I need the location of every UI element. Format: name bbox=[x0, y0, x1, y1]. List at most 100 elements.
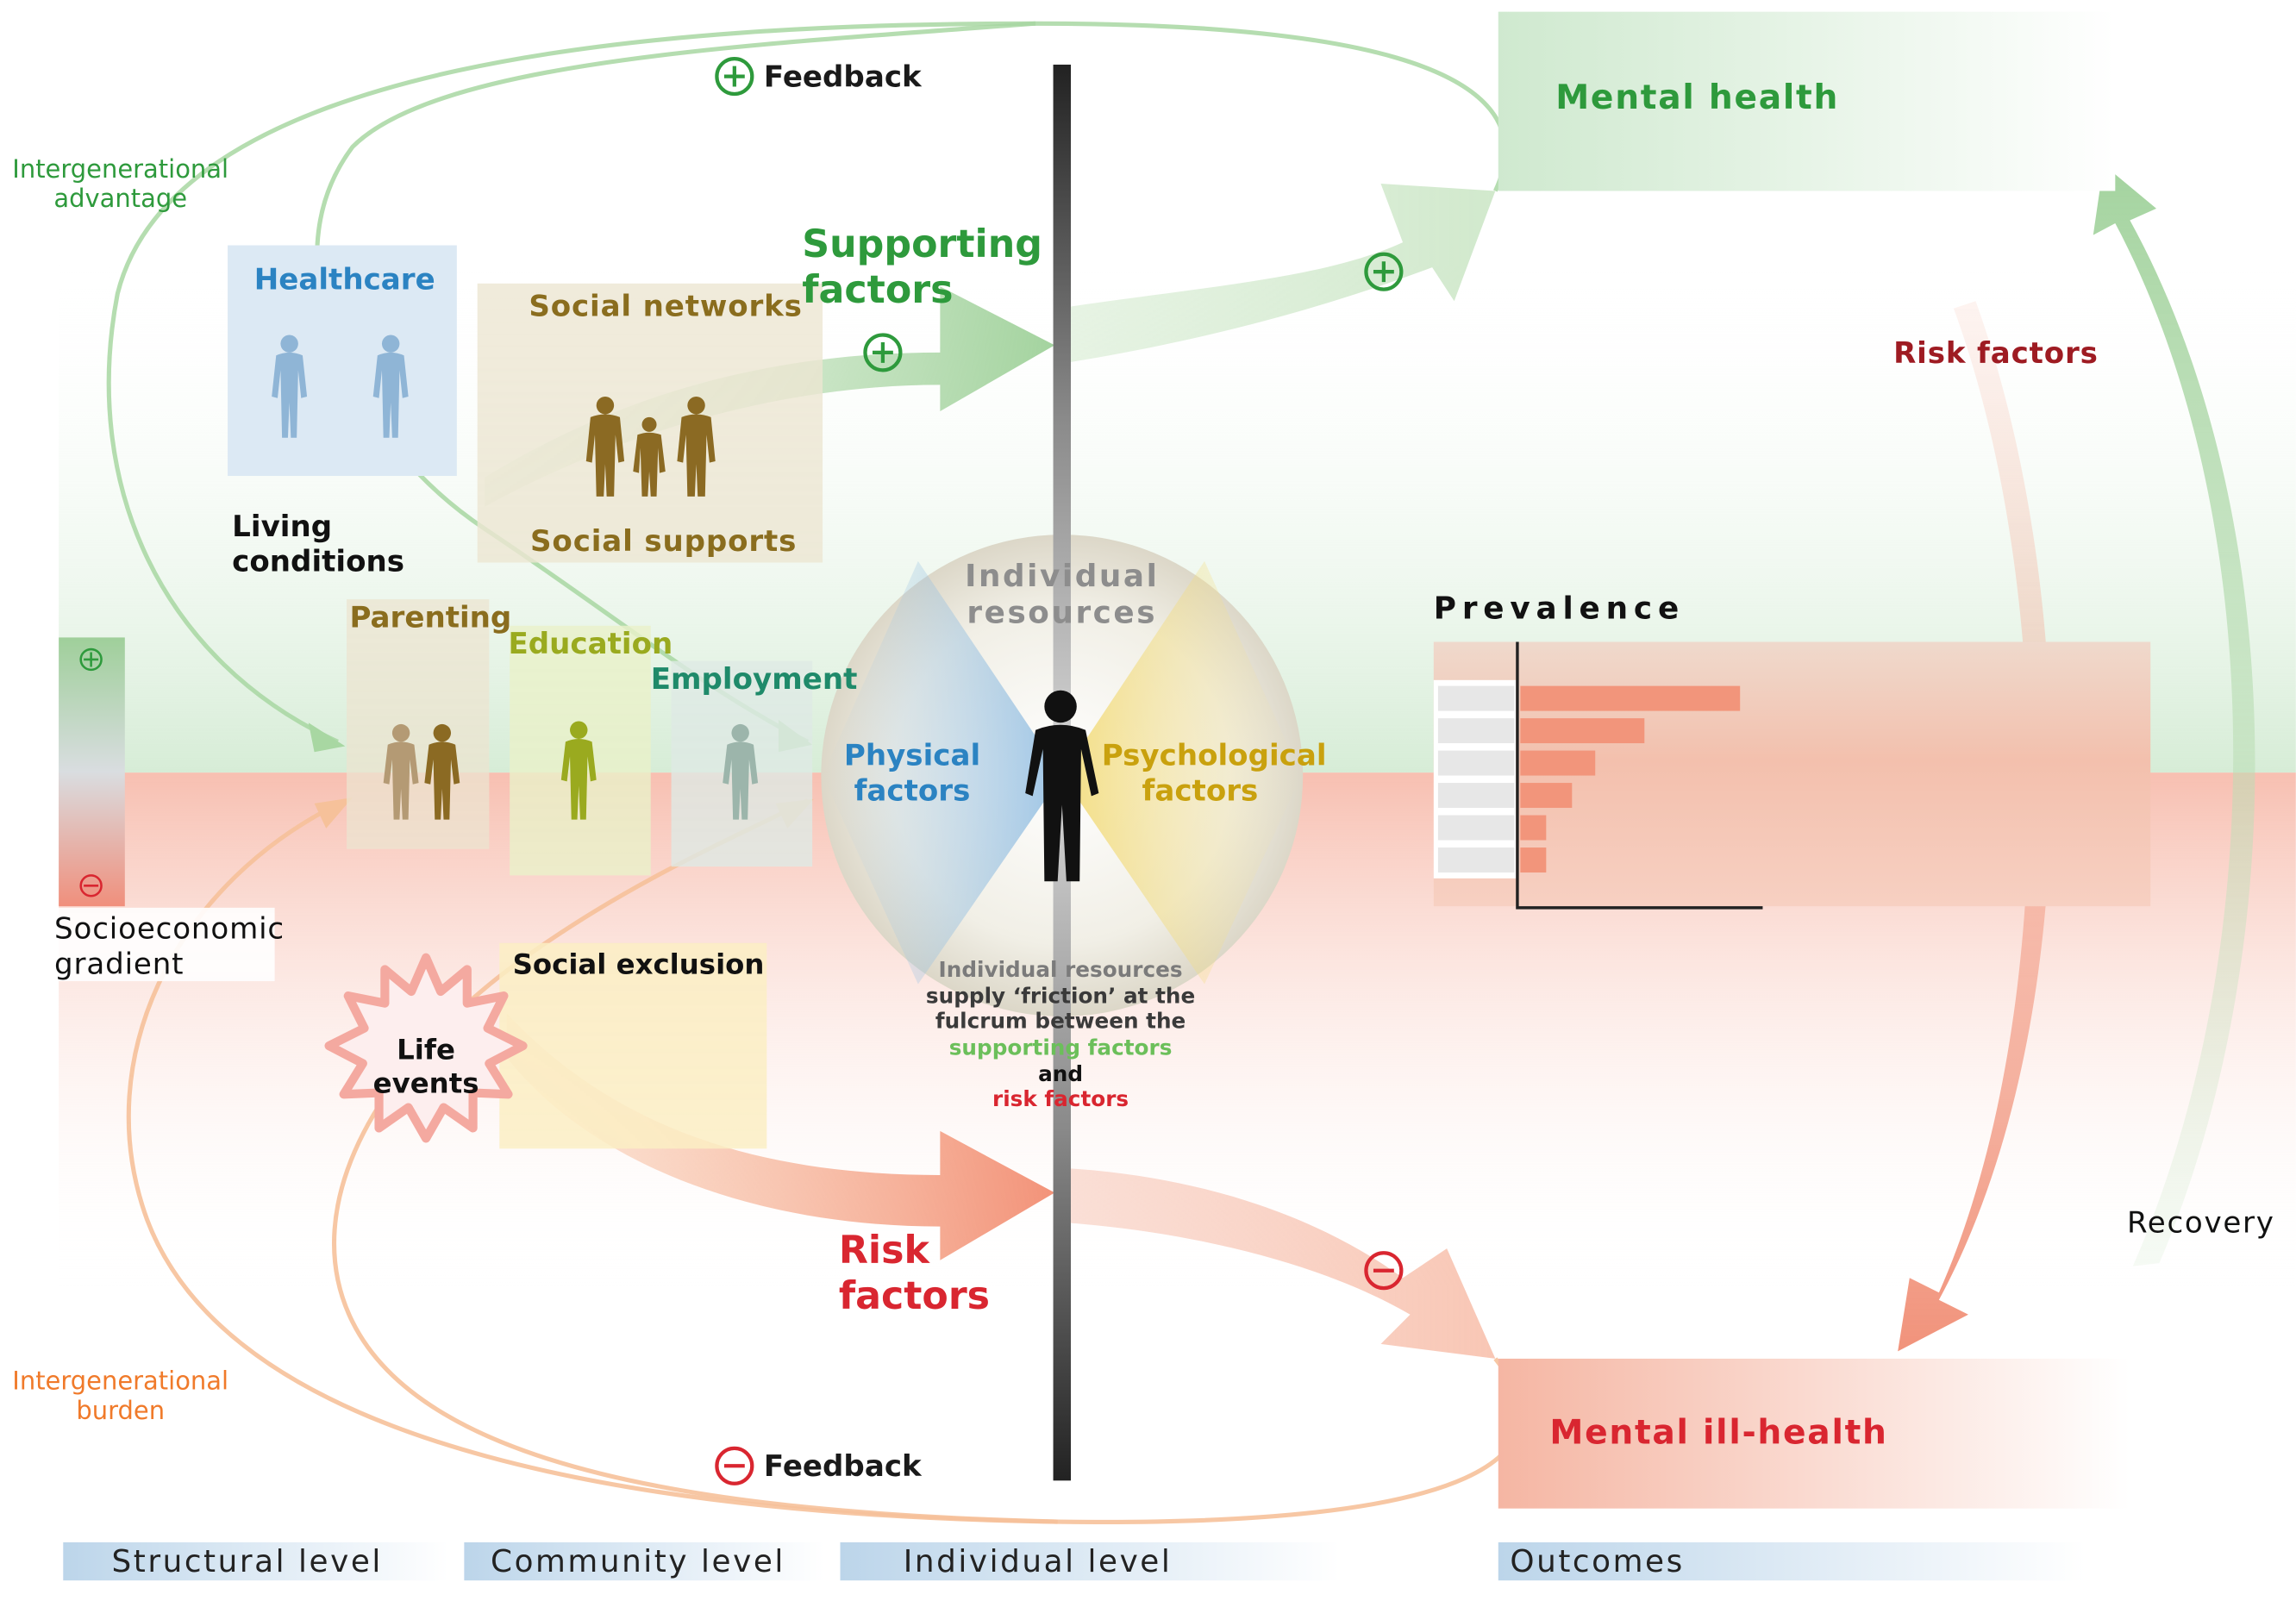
community-level-label: Community level bbox=[491, 1543, 785, 1579]
prevalence-bar bbox=[1520, 783, 1573, 809]
prevalence-label: Prevalence bbox=[1433, 590, 1686, 626]
employment-label: Employment bbox=[650, 660, 858, 697]
physical-factors-line1: Physical bbox=[843, 737, 981, 773]
risk-factors-left-line2: factors bbox=[838, 1275, 991, 1320]
recovery-label: Recovery bbox=[2126, 1204, 2275, 1240]
prevalence-bar bbox=[1520, 718, 1645, 744]
social-networks-label: Social networks bbox=[529, 287, 803, 323]
friction-note-line1: Individual resources bbox=[938, 959, 1183, 983]
living-conditions-line2: conditions bbox=[232, 543, 405, 579]
structural-level-label: Structural level bbox=[111, 1543, 383, 1579]
life-events-line1: Life bbox=[397, 1034, 455, 1066]
feedback-loop-bottom bbox=[126, 798, 1523, 1524]
prevalence-rows bbox=[1433, 679, 1517, 879]
plus-feedback-icon bbox=[715, 57, 754, 97]
risk-factors-left-line1: Risk bbox=[838, 1229, 929, 1274]
feedback-loop-bottom-inner bbox=[332, 798, 1058, 1524]
friction-note-line5: and bbox=[1038, 1063, 1084, 1087]
socioeconomic-line2: gradient bbox=[54, 946, 185, 982]
prevalence-bar bbox=[1520, 685, 1741, 711]
socioeconomic-line1: Socioeconomic bbox=[54, 910, 285, 947]
person-silhouette-icon bbox=[1025, 690, 1099, 882]
living-conditions-line1: Living bbox=[232, 508, 333, 544]
plus-outcome-icon bbox=[1364, 252, 1404, 291]
plus-supporting-icon bbox=[863, 333, 903, 372]
minus-outcome-icon bbox=[1364, 1251, 1404, 1291]
minus-feedback-icon bbox=[715, 1446, 754, 1485]
parenting-label: Parenting bbox=[349, 599, 512, 635]
supporting-factors-line2: factors bbox=[802, 269, 954, 314]
intergenerational-advantage-line2: advantage bbox=[53, 185, 188, 216]
structural-level-bar bbox=[63, 1542, 448, 1581]
individual-level-bar bbox=[840, 1542, 1340, 1581]
education-label: Education bbox=[508, 625, 673, 661]
employment-person-icon bbox=[723, 723, 759, 820]
individual-resources-label: Individual resources bbox=[944, 558, 1179, 632]
individual-level-label: Individual level bbox=[903, 1543, 1173, 1579]
individual-resources-line2: resources bbox=[967, 595, 1158, 631]
prevalence-bars bbox=[1520, 685, 1741, 872]
social-exclusion-label: Social exclusion bbox=[512, 948, 765, 982]
physical-factors-label: Physical factors bbox=[837, 737, 987, 808]
psychological-factors-line2: factors bbox=[1142, 772, 1259, 809]
supporting-factors-line1: Supporting bbox=[802, 222, 1042, 268]
plus-small-icon bbox=[79, 647, 103, 672]
friction-note-line6: risk factors bbox=[992, 1089, 1129, 1113]
mental-ill-health-box bbox=[1498, 1358, 2130, 1509]
friction-note-line2: supply ‘friction’ at the bbox=[925, 985, 1196, 1009]
minus-small-icon bbox=[79, 874, 103, 897]
prevalence-bar bbox=[1520, 815, 1547, 841]
risk-factors-left-label: Risk factors bbox=[839, 1229, 990, 1321]
intergenerational-advantage-label: Intergenerational advantage bbox=[12, 156, 229, 216]
risk-factors-arrow bbox=[506, 1013, 1055, 1260]
supporting-factors-arrow-2 bbox=[1057, 183, 1496, 365]
feedback-loop-top-head bbox=[308, 722, 346, 753]
psychological-factors-label: Psychological factors bbox=[1101, 737, 1327, 809]
intergenerational-burden-line1: Intergenerational bbox=[12, 1367, 229, 1398]
education-person-icon bbox=[560, 721, 597, 820]
life-events-line2: events bbox=[372, 1067, 479, 1100]
parenting-box bbox=[347, 599, 490, 849]
friction-note-line4: supporting factors bbox=[948, 1036, 1173, 1061]
parenting-people-icons bbox=[383, 723, 460, 820]
mental-ill-health-title: Mental ill-health bbox=[1549, 1414, 1888, 1453]
healthcare-label: Healthcare bbox=[253, 261, 435, 297]
recovery-arrow bbox=[2093, 164, 2255, 1266]
friction-note-line3: fulcrum between the bbox=[935, 1010, 1186, 1035]
feedback-top-label: Feedback bbox=[763, 59, 922, 95]
physical-factors-line2: factors bbox=[854, 772, 971, 809]
mental-health-title: Mental health bbox=[1555, 78, 1840, 118]
community-level-bar bbox=[464, 1542, 824, 1581]
intergenerational-burden-label: Intergenerational burden bbox=[12, 1367, 229, 1427]
supporting-factors-label: Supporting factors bbox=[802, 223, 1042, 315]
socioeconomic-gradient-bar bbox=[59, 637, 125, 907]
outcomes-bar bbox=[1498, 1542, 2086, 1581]
outcomes-label: Outcomes bbox=[1510, 1543, 1685, 1579]
socioeconomic-gradient-label: Socioeconomic gradient bbox=[54, 910, 285, 981]
intergenerational-advantage-line1: Intergenerational bbox=[12, 155, 229, 185]
feedback-loop-top bbox=[106, 21, 1508, 744]
risk-factors-right-arrow bbox=[1898, 301, 2052, 1352]
social-exclusion-box bbox=[499, 942, 767, 1149]
physical-factors-wedge bbox=[823, 560, 1062, 985]
prevalence-bar bbox=[1520, 750, 1596, 776]
intergenerational-burden-line2: burden bbox=[76, 1397, 166, 1427]
psychological-factors-line1: Psychological bbox=[1101, 737, 1327, 773]
social-people-icons bbox=[585, 396, 716, 497]
prevalence-axes bbox=[1516, 641, 1763, 910]
social-supports-label: Social supports bbox=[530, 522, 798, 559]
individual-resources-line1: Individual bbox=[965, 558, 1160, 594]
life-events-label: Life events bbox=[353, 1034, 499, 1101]
life-events-starburst bbox=[324, 953, 528, 1143]
risk-factors-right-label: Risk factors bbox=[1893, 335, 2099, 371]
feedback-loop-bottom-head bbox=[314, 797, 353, 829]
living-conditions-label: Living conditions bbox=[232, 508, 404, 578]
psychological-factors-wedge bbox=[1061, 560, 1302, 985]
mental-health-box bbox=[1498, 11, 2116, 191]
friction-note: Individual resources supply ‘friction’ a… bbox=[914, 960, 1208, 1116]
risk-factors-arrow-2 bbox=[1057, 1167, 1496, 1359]
feedback-bottom-label: Feedback bbox=[763, 1448, 922, 1484]
